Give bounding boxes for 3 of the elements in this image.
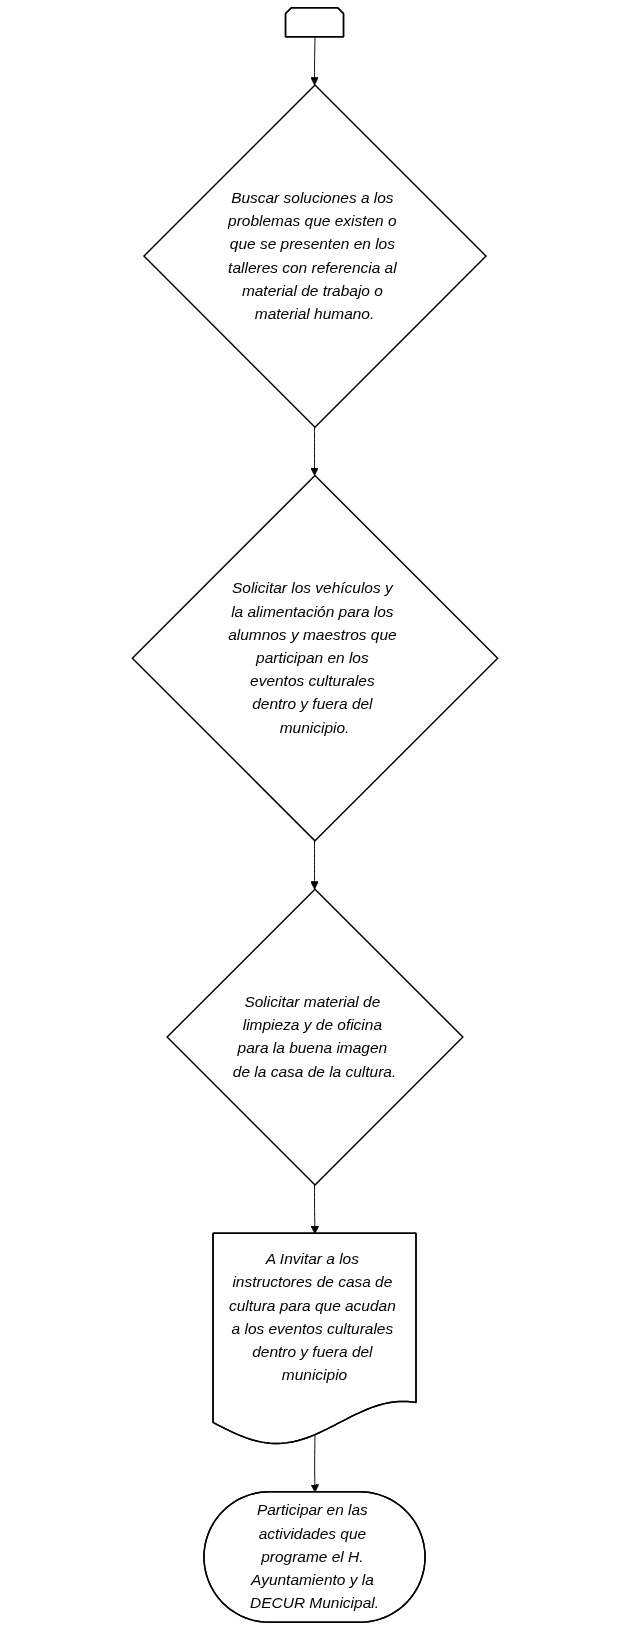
node-diamond: Solicitar los vehículos y la alimentación para los alumnos y maestros que participan en los eventos culturales dentro y fuera del municipio. [131, 474, 499, 842]
node-diamond: Solicitar material de limpieza y de oficina para la buena imagen de la casa de la cultura. [166, 888, 464, 1186]
node-diamond: Buscar soluciones a los problemas que existen o que se presenten en los talleres con referencia al material de trabajo o material humano. [142, 84, 488, 429]
